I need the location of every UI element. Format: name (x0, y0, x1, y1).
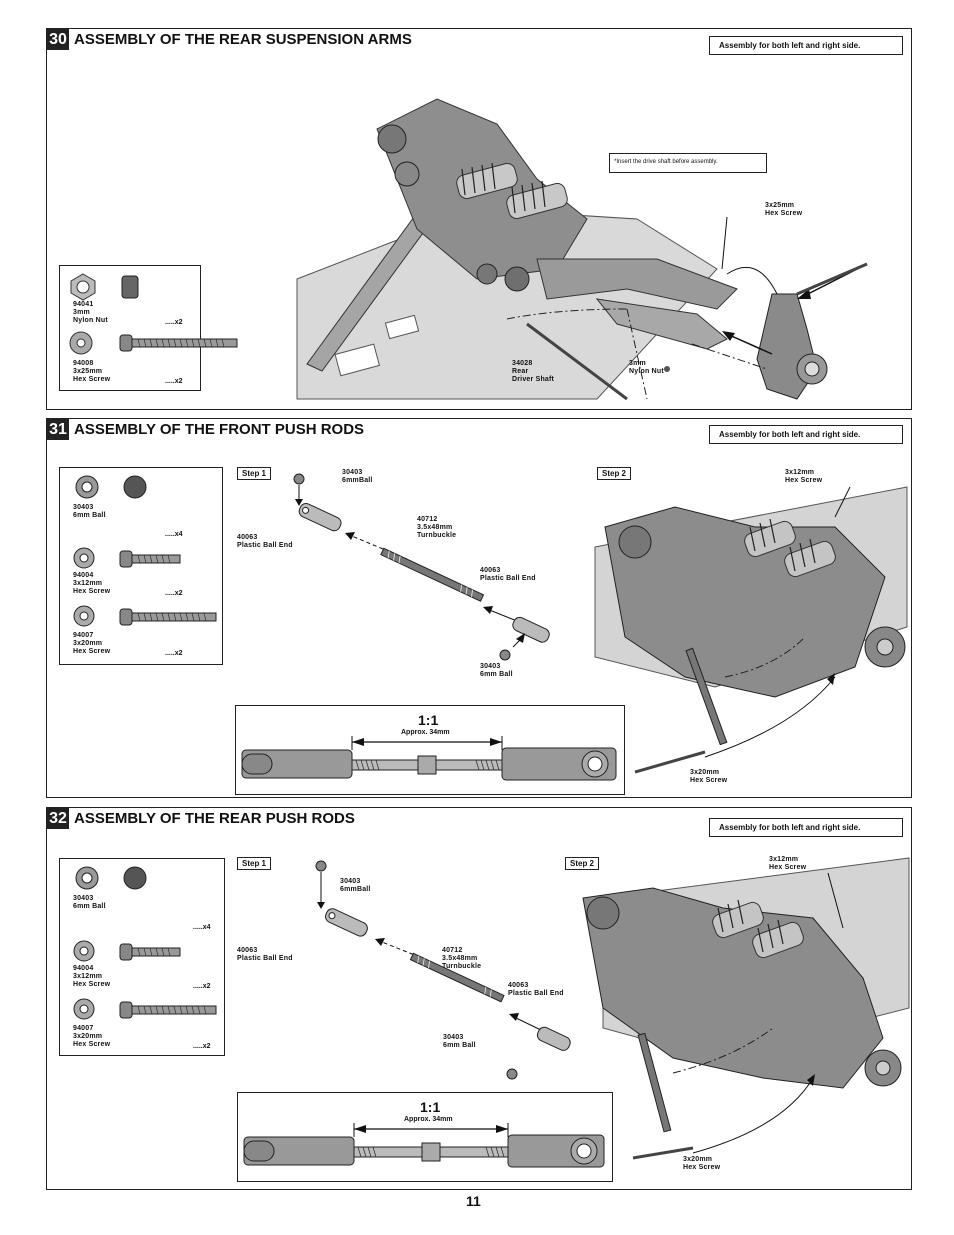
label-screw: 3x25mm Hex Screw (765, 202, 803, 217)
label-ball-top: 30403 6mmBall (340, 878, 371, 893)
label-ball-top: 30403 6mmBall (342, 469, 373, 484)
hex-screw-short-icon (119, 943, 181, 961)
part-name: Hex Screw (73, 981, 111, 988)
section-number: 31 (47, 419, 69, 440)
hex-screw-long-icon (119, 608, 217, 626)
washer-icon (73, 998, 95, 1020)
front-assembly-illustration (594, 486, 908, 774)
hex-screw-long-icon (119, 1001, 217, 1019)
label-turnbuckle: 40712 3.5x48mm Turnbuckle (417, 516, 457, 539)
nut-side-icon (121, 275, 139, 299)
label-screw-top: 3x12mm Hex Screw (769, 856, 807, 871)
label-ball-bottom: 30403 6mm Ball (443, 1034, 476, 1049)
hex-screw-short-icon (119, 550, 181, 568)
part-id: 94041 (73, 301, 94, 308)
page-number: 11 (466, 1193, 481, 1209)
push-rod-exploded-illustration (293, 473, 550, 661)
step1-box: Step 1 (237, 857, 272, 870)
note-box: Assembly for both left and right side. (709, 425, 903, 444)
washer-icon (73, 940, 95, 962)
part-name: Hex Screw (73, 588, 111, 595)
part-qty: .....x2 (165, 319, 183, 326)
washer-icon (73, 605, 95, 627)
section-number: 30 (47, 29, 69, 50)
callout-note: *Insert the drive shaft before assembly. (609, 153, 767, 173)
parts-box: 30403 6mm Ball .....x4 94004 3x12mm Hex … (59, 858, 225, 1056)
rear-suspension-illustration (296, 98, 868, 401)
ball-front-icon (75, 475, 99, 499)
step2-box: Step 2 (565, 857, 600, 870)
part-qty: .....x2 (193, 983, 211, 990)
part-id: 30403 (73, 895, 94, 902)
push-rod-scale-illustration (243, 1123, 605, 1168)
part-id: 30403 (73, 504, 94, 511)
label-ballend-left: 40063 Plastic Ball End (237, 534, 293, 549)
part-qty: .....x4 (193, 924, 211, 931)
part-size: 3x25mm (73, 368, 103, 375)
section-title: ASSEMBLY OF THE FRONT PUSH RODS (74, 421, 365, 438)
ratio-approx: Approx. 34mm (404, 1116, 453, 1123)
part-size: 6mm Ball (73, 512, 106, 519)
section-number: 32 (47, 808, 69, 829)
ratio-box: 1:1 Approx. 34mm (235, 705, 625, 795)
part-id: 94004 (73, 965, 94, 972)
part-qty: .....x2 (193, 1043, 211, 1050)
part-name: Hex Screw (73, 1041, 111, 1048)
part-id: 94008 (73, 360, 94, 367)
label-screw-bottom: 3x20mm Hex Screw (683, 1156, 721, 1171)
part-id: 94004 (73, 572, 94, 579)
label-screw-bottom: 3x20mm Hex Screw (690, 769, 728, 784)
part-name: Nylon Nut (73, 317, 108, 324)
washer-icon (73, 547, 95, 569)
part-size: 3x12mm (73, 973, 103, 980)
ratio-approx: Approx. 34mm (401, 729, 450, 736)
label-ball-bottom: 30403 6mm Ball (480, 663, 513, 678)
part-id: 94007 (73, 632, 94, 639)
section-32: 32 ASSEMBLY OF THE REAR PUSH RODS Assemb… (46, 807, 912, 1190)
part-qty: .....x4 (165, 531, 183, 538)
part-name: Hex Screw (73, 376, 111, 383)
rear-assembly-illustration (582, 857, 910, 1160)
ball-front-icon (75, 866, 99, 890)
part-size: 3x20mm (73, 640, 103, 647)
washer-icon (69, 331, 93, 355)
ball-side-icon (123, 475, 147, 499)
label-ballend-left: 40063 Plastic Ball End (237, 947, 293, 962)
section-title: ASSEMBLY OF THE REAR SUSPENSION ARMS (74, 31, 412, 48)
hex-screw-icon (119, 334, 238, 352)
ball-side-icon (123, 866, 147, 890)
part-size: 3x12mm (73, 580, 103, 587)
nylon-nut-icon (70, 273, 96, 301)
ratio-title: 1:1 (420, 1099, 441, 1115)
label-turnbuckle: 40712 3.5x48mm Turnbuckle (442, 947, 482, 970)
part-id: 94007 (73, 1025, 94, 1032)
part-qty: .....x2 (165, 378, 183, 385)
part-size: 3mm (73, 309, 90, 316)
parts-box: 94041 3mm Nylon Nut .....x2 94008 3x25mm… (59, 265, 238, 391)
section-31: 31 ASSEMBLY OF THE FRONT PUSH RODS Assem… (46, 418, 912, 798)
push-rod-scale-illustration (241, 736, 617, 781)
label-screw-top: 3x12mm Hex Screw (785, 469, 823, 484)
ratio-box: 1:1 Approx. 34mm (237, 1092, 613, 1182)
part-qty: .....x2 (165, 650, 183, 657)
part-size: 3x20mm (73, 1033, 103, 1040)
step2-box: Step 2 (597, 467, 632, 480)
part-qty: .....x2 (165, 590, 183, 597)
label-ballend-right: 40063 Plastic Ball End (480, 567, 536, 582)
label-nut: 3mm Nylon Nut (629, 360, 664, 375)
note-box: Assembly for both left and right side. (709, 818, 903, 837)
section-title: ASSEMBLY OF THE REAR PUSH RODS (74, 810, 355, 827)
ratio-title: 1:1 (418, 712, 439, 728)
push-rod-exploded-illustration (315, 860, 571, 1080)
part-name: Hex Screw (73, 648, 111, 655)
section-30: 30 ASSEMBLY OF THE REAR SUSPENSION ARMS … (46, 28, 912, 410)
step1-box: Step 1 (237, 467, 272, 480)
parts-box: 30403 6mm Ball .....x4 94004 3x12mm Hex … (59, 467, 223, 665)
label-shaft: 34028 Rear Driver Shaft (512, 360, 555, 383)
label-ballend-right: 40063 Plastic Ball End (508, 982, 564, 997)
part-size: 6mm Ball (73, 903, 106, 910)
note-box: Assembly for both left and right side. (709, 36, 903, 55)
